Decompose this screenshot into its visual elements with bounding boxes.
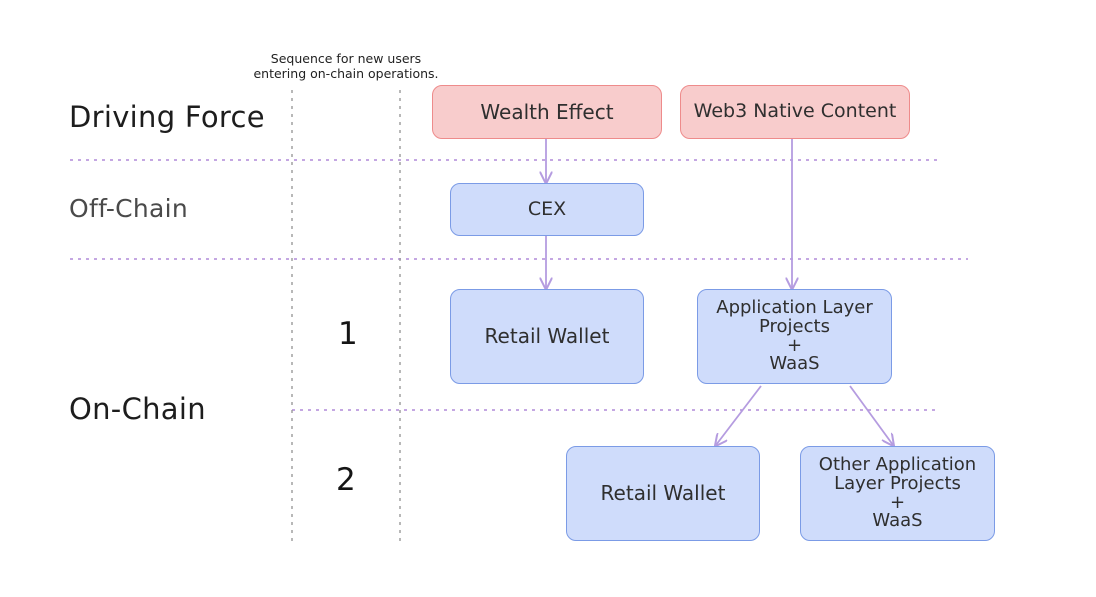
wealth-effect-label: Wealth Effect (480, 99, 614, 124)
retail-wallet-box-1: Retail Wallet (450, 289, 644, 384)
retail-wallet-label-2: Retail Wallet (600, 481, 726, 505)
other-application-layer-label: Other Application Layer Projects + WaaS (818, 453, 977, 532)
arrow-application-to-retail-wallet-2 (716, 385, 762, 445)
sequence-number-2: 2 (336, 462, 356, 498)
sequence-number-1: 1 (338, 316, 358, 352)
row-label-driving-force: Driving Force (69, 100, 265, 134)
arrow-application-to-other-application (849, 385, 893, 445)
web3-native-content-box: Web3 Native Content (680, 85, 910, 139)
row-label-off-chain: Off-Chain (69, 194, 189, 223)
sequence-note: Sequence for new users entering on-chain… (253, 51, 439, 81)
wealth-effect-box: Wealth Effect (432, 85, 662, 139)
application-layer-label: Application Layer Projects + WaaS (716, 296, 873, 375)
web3-native-content-label: Web3 Native Content (693, 100, 897, 123)
cex-box: CEX (450, 183, 644, 236)
application-layer-box: Application Layer Projects + WaaS (697, 289, 892, 384)
row-label-on-chain: On-Chain (69, 392, 206, 426)
retail-wallet-label-1: Retail Wallet (484, 324, 610, 348)
retail-wallet-box-2: Retail Wallet (566, 446, 760, 541)
other-application-layer-box: Other Application Layer Projects + WaaS (800, 446, 995, 541)
cex-label: CEX (527, 197, 567, 220)
